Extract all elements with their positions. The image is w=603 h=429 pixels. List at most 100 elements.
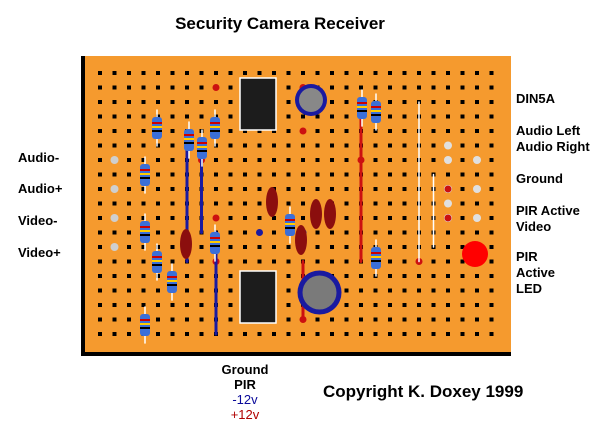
board-hole [98, 114, 102, 119]
board-hole [286, 158, 291, 162]
board-hole [112, 172, 117, 177]
board-hole [301, 201, 305, 206]
board-hole [315, 172, 320, 177]
board-hole [228, 158, 233, 162]
board-hole [446, 259, 450, 264]
board-hole [286, 332, 291, 336]
edge-pad [110, 243, 119, 251]
board-hole [286, 143, 291, 148]
board-hole [301, 71, 305, 75]
board-hole [141, 143, 146, 148]
resistor-band [140, 323, 150, 325]
board-hole [446, 245, 450, 249]
board-hole [373, 158, 378, 162]
board-hole [170, 143, 175, 148]
board-hole [446, 172, 450, 177]
board-hole [373, 332, 378, 336]
board-hole [127, 332, 131, 336]
board-hole [460, 245, 465, 249]
board-hole [402, 274, 407, 278]
board-hole [330, 187, 334, 191]
board-hole [344, 317, 349, 322]
board-hole [489, 71, 494, 75]
board-hole [446, 332, 450, 336]
edge-pad [110, 185, 119, 193]
board-hole [170, 201, 175, 206]
label-minus12v: -12v [232, 392, 258, 407]
board-hole [228, 114, 233, 119]
board-hole [141, 100, 146, 104]
board-hole [127, 303, 131, 307]
board-hole [344, 71, 349, 75]
board-hole [475, 129, 479, 133]
board-hole [489, 332, 494, 336]
resistor-band [140, 226, 150, 228]
board-hole [460, 216, 465, 220]
board-hole [359, 85, 363, 90]
board-hole [431, 259, 436, 264]
board-hole [127, 216, 131, 220]
board-hole [156, 245, 160, 249]
board-hole [344, 288, 349, 293]
label-pir-led-1: PIR [516, 249, 538, 264]
board-hole [127, 85, 131, 90]
label-video-right: Video [516, 219, 552, 234]
board-hole [127, 129, 131, 133]
board-hole [170, 303, 175, 307]
resistor-band [152, 256, 162, 258]
board-hole [141, 71, 146, 75]
board-hole [489, 85, 494, 90]
board-hole [112, 129, 117, 133]
board-hole [344, 100, 349, 104]
board-hole [431, 158, 436, 162]
board-hole [388, 100, 392, 104]
board-hole [330, 317, 334, 322]
board-hole [446, 85, 450, 90]
board-hole [185, 303, 189, 307]
board-hole [286, 303, 291, 307]
resistor-band [152, 260, 162, 262]
board-hole [431, 71, 436, 75]
board-hole [315, 259, 320, 264]
board-hole [460, 129, 465, 133]
board-hole [431, 317, 436, 322]
board-hole [388, 114, 392, 119]
board-hole [489, 129, 494, 133]
board-hole [475, 230, 479, 235]
board-hole [388, 317, 392, 322]
board-hole [301, 158, 305, 162]
board-hole [257, 259, 262, 264]
board-hole [330, 332, 334, 336]
board-hole [460, 288, 465, 293]
edge-pad [110, 214, 119, 222]
board-hole [228, 245, 233, 249]
board-hole [112, 85, 117, 90]
resistor-band [140, 234, 150, 236]
board-hole [156, 317, 160, 322]
board-hole [141, 303, 146, 307]
board-hole [344, 303, 349, 307]
board-hole [156, 71, 160, 75]
board-hole [359, 288, 363, 293]
edge-pad [444, 199, 452, 208]
board-hole [301, 143, 305, 148]
resistor-band [210, 241, 220, 243]
board-hole [344, 129, 349, 133]
board-hole [156, 158, 160, 162]
board-hole [344, 274, 349, 278]
label-audio-right: Audio Right [516, 139, 590, 154]
board-hole [112, 71, 117, 75]
resistor-band [140, 327, 150, 329]
solder-point [212, 214, 220, 222]
board-hole [156, 216, 160, 220]
board-hole [141, 187, 146, 191]
board-hole [243, 245, 247, 249]
board-hole [243, 216, 247, 220]
board-hole [344, 114, 349, 119]
board-hole [475, 274, 479, 278]
board-hole [330, 143, 334, 148]
board-hole [475, 100, 479, 104]
edge-pad [444, 141, 452, 150]
board-hole [330, 245, 334, 249]
board-hole [170, 259, 175, 264]
